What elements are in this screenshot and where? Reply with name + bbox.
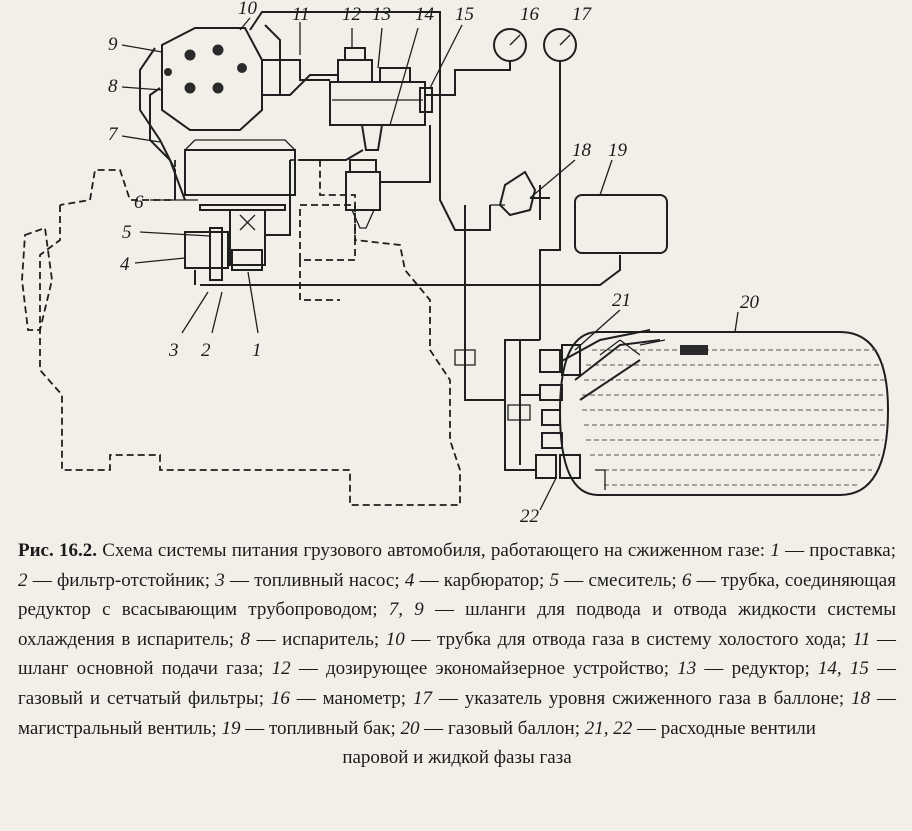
caption-item: 4 — карбюратор; <box>404 569 550 591</box>
caption-item: 17 — указатель уровня сжиженного газа в … <box>412 687 852 709</box>
label-1: 1 <box>252 340 262 361</box>
label-4: 4 <box>120 254 130 275</box>
label-5: 5 <box>122 222 132 243</box>
caption-item: 3 — топливный насос; <box>215 569 405 591</box>
fuel-tank <box>574 194 668 254</box>
label-12: 12 <box>342 4 362 25</box>
caption-title: Схема системы питания грузового автомоби… <box>96 540 771 561</box>
figure-caption: Рис. 16.2. Схема системы питания грузово… <box>18 536 896 773</box>
label-2: 2 <box>201 340 211 361</box>
label-3: 3 <box>168 340 179 361</box>
gas-cylinder <box>558 331 890 496</box>
caption-item: 19 — топливный бак; <box>221 717 401 739</box>
label-21: 21 <box>612 290 631 311</box>
label-22: 22 <box>520 506 540 527</box>
label-11: 11 <box>292 4 310 25</box>
caption-item: 5 — смеситель; <box>549 569 682 591</box>
caption-item: 14, 15 — газовый и сетчатый фильтры; <box>18 658 897 709</box>
evaporator <box>161 27 263 131</box>
label-6: 6 <box>134 192 144 213</box>
label-9: 9 <box>108 34 118 55</box>
caption-item: 18 — магистральный вентиль; <box>18 687 896 739</box>
pressure-gauge <box>493 28 527 62</box>
reducer <box>329 47 433 151</box>
caption-item: 16 — манометр; <box>270 687 413 709</box>
consumption-valves <box>535 344 581 479</box>
label-8: 8 <box>108 76 118 97</box>
caption-item: 20 — газовый баллон; <box>400 717 585 739</box>
carburetor-assembly <box>184 139 296 281</box>
engine-block-outline <box>21 159 461 506</box>
level-gauge <box>543 28 577 62</box>
gas-supply-system-diagram: 1 2 3 4 5 6 7 8 9 10 11 12 13 14 15 16 1… <box>21 0 890 527</box>
caption-item: 12 — дозирующее экономайзерное устройств… <box>271 658 678 680</box>
caption-body: Рис. 16.2. Схема системы питания грузово… <box>18 536 896 743</box>
label-20: 20 <box>740 292 760 313</box>
label-7: 7 <box>108 124 119 145</box>
caption-item: 11 — шланг основной подачи газа; <box>18 628 897 680</box>
caption-last-line: паровой и жидкой фазы газа <box>342 747 572 769</box>
label-10: 10 <box>238 0 258 19</box>
caption-item: 8 — испаритель; <box>240 628 386 650</box>
label-15: 15 <box>455 4 474 25</box>
caption-item: 2 — фильтр-отстойник; <box>18 569 216 591</box>
caption-item: 6 — трубка, соединяющая редуктор с всасы… <box>18 569 896 621</box>
label-14: 14 <box>415 4 435 25</box>
caption-item: 21, 22 — расходные вентили <box>584 717 816 739</box>
leader-lines <box>121 17 739 511</box>
caption-item: 13 — редуктор; <box>677 658 818 680</box>
main-valve <box>490 170 550 220</box>
caption-item: 7, 9 — шланги для подвода и отвода жидко… <box>18 599 896 650</box>
pipelines <box>139 11 661 471</box>
gas-filter <box>345 159 381 229</box>
caption-item: 1 — проставка; <box>770 540 896 561</box>
label-19: 19 <box>608 140 628 161</box>
label-17: 17 <box>572 4 593 25</box>
caption-item: 10 — трубка для отвода газа в систему хо… <box>385 628 853 650</box>
caption-label: Рис. 16.2. <box>18 540 97 561</box>
label-18: 18 <box>572 140 592 161</box>
label-16: 16 <box>520 4 540 25</box>
label-13: 13 <box>372 4 391 25</box>
